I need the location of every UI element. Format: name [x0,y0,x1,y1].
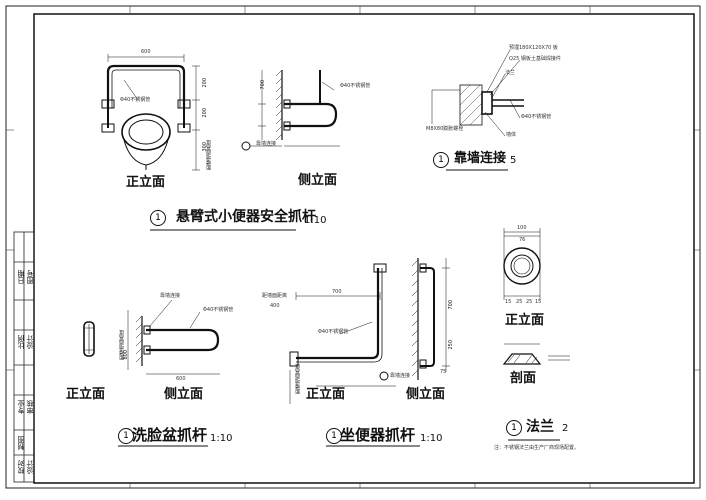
toilet-callout-height: 距楼地面高度 [295,364,301,394]
toilet-detail-circle: 1 [326,428,342,444]
basin-side-view [127,299,220,375]
flange-section-view [502,343,570,365]
basin-front-view [83,321,95,357]
flange-dim-outer: 100 [517,225,527,231]
flange-detail-circle: 1 [506,420,522,436]
urinal-dim-width: 600 [141,49,151,55]
flange-title: 法兰 [526,419,554,435]
tb-review: 审核 [26,400,34,414]
urinal-detail-circle: 1 [150,210,166,226]
toilet-callout-wall: 靠墙连接 [390,373,411,379]
urinal-scale: 1:10 [304,215,327,226]
urinal-front-view [101,54,200,171]
wall-conn-callout-1: 预埋180X120X70 板 [509,45,558,51]
basin-callout-wall: 靠墙连接 [160,293,181,299]
basin-callout-pipe: Φ40不锈钢管 [203,307,234,313]
toilet-title: 坐便器抓杆 [340,426,416,444]
urinal-dim-4: 700 [260,80,266,90]
toilet-dim-gap: 75 [440,369,447,375]
toilet-side-view [411,258,450,380]
wall-conn-callout-4: Φ40不锈钢管 [521,114,552,120]
flange-scale: 2 [562,423,569,434]
flange-section-label: 剖面 [510,371,537,386]
basin-title: 洗脸盆抓杆 [132,426,208,444]
flange-front-view [503,228,541,300]
toilet-front-view [289,263,396,404]
wall-conn-callout-3: 法兰 [505,70,516,76]
wall-conn-scale: 5 [510,155,517,166]
toilet-callout-pipe: Φ40不锈钢管 [318,329,349,335]
urinal-front-label: 正立面 [126,175,166,190]
tb-design-1: 设计 [26,335,34,349]
basin-front-label: 正立面 [66,387,106,402]
flange-front-label: 正立面 [505,313,545,328]
wall-conn-callout-6: 墙体 [506,132,517,138]
title-block [13,231,35,483]
flange-dim-inner: 76 [519,237,526,243]
flange-dim-a: 15 [505,299,512,305]
flange-dim-b: 25 [516,299,523,305]
wall-conn-title: 靠墙连接 [454,151,507,166]
toilet-dim-height: 700 [448,300,454,310]
tb-draw: 制图 [17,436,25,450]
basin-side-label: 侧立面 [164,387,204,402]
basin-detail-circle: 1 [118,428,134,444]
toilet-front-label: 正立面 [306,387,346,402]
toilet-dim-lower: 250 [448,340,454,350]
toilet-side-label: 侧立面 [406,387,446,402]
title-underlines [118,169,560,447]
flange-dim-c: 25 [526,299,533,305]
urinal-side-view [241,69,340,151]
toilet-callout-distance: 距墙面距离 [262,293,288,299]
basin-dim-height: 800 [123,350,129,360]
basin-scale: 1:10 [210,433,233,444]
tb-design-2: 设计 [26,460,34,474]
wall-conn-circle: 1 [433,152,449,168]
wall-conn-callout-2: Q25 钢板土基础焊接件 [509,56,561,62]
basin-dim-width: 600 [176,376,186,382]
outer-border [5,5,701,489]
wall-connection-detail [431,49,524,137]
urinal-callout-height: 距楼地面高度 [206,140,212,170]
flange-note: 注：不锈钢法兰由生产厂商现场配置。 [494,445,580,451]
toilet-dim-width: 700 [332,289,342,295]
urinal-dim-2: 200 [202,108,208,118]
urinal-dim-1: 200 [202,78,208,88]
toilet-dim-offset: 400 [270,303,280,309]
toilet-scale: 1:10 [420,433,443,444]
urinal-callout-wall: 靠墙连接 [256,141,277,147]
wall-conn-callout-5: M8X80膨胀螺栓 [426,126,464,132]
urinal-title: 悬臂式小便器安全抓杆 [176,209,316,225]
urinal-callout-pipe: Φ40不锈钢管 [120,97,151,103]
frame-ticks [6,6,700,488]
urinal-side-callout-pipe: Φ40不锈钢管 [340,83,371,89]
flange-dim-d: 15 [535,299,542,305]
urinal-side-label: 侧立面 [298,173,338,188]
tb-drawing-no: 图号 [26,270,34,284]
